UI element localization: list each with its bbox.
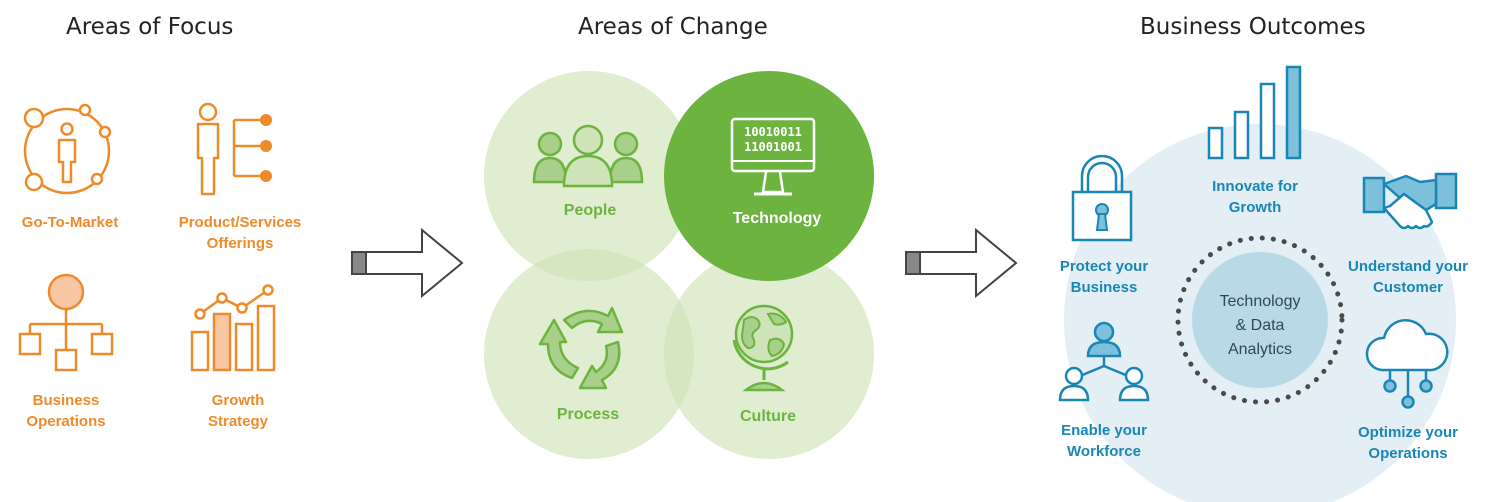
people-icon — [532, 124, 644, 188]
label-enable-your-workforce: Enable your Workforce — [1040, 420, 1168, 462]
label-optimize-line2: Operations — [1368, 445, 1448, 462]
label-people: People — [563, 202, 617, 219]
center-technology-data-analytics: Technology & Data Analytics — [1190, 290, 1330, 362]
label-enable-line1: Enable your — [1061, 422, 1147, 439]
label-business-operations: Business Operations — [0, 390, 132, 432]
heading-business-outcomes: Business Outcomes — [1140, 14, 1366, 40]
label-technology: Technology — [732, 210, 822, 227]
label-product-services: Product/Services Offerings — [160, 212, 320, 254]
label-growth-line2: Strategy — [207, 413, 269, 430]
center-line1: Technology — [1219, 293, 1301, 310]
lock-icon — [1071, 154, 1133, 242]
center-line2: & Data — [1235, 317, 1285, 334]
label-product-line2: Offerings — [206, 235, 274, 252]
areas-of-change-venn — [484, 71, 874, 459]
arrow-right-icon — [351, 227, 464, 299]
label-understand-line2: Customer — [1372, 279, 1443, 296]
outcomes-background — [1064, 124, 1456, 502]
handshake-icon — [1362, 172, 1458, 230]
label-culture: Culture — [740, 408, 796, 425]
monitor-icon: 10010011 11001001 — [730, 117, 816, 196]
growth-strategy-icon — [190, 284, 276, 372]
label-process: Process — [556, 406, 620, 423]
label-innovate-line2: Growth — [1228, 199, 1282, 216]
label-innovate-for-growth: Innovate for Growth — [1190, 176, 1320, 218]
label-protect-line2: Business — [1070, 279, 1138, 296]
venn-circle-technology — [664, 71, 874, 281]
heading-areas-of-focus: Areas of Focus — [66, 14, 234, 40]
label-go-to-market: Go-To-Market — [21, 214, 119, 231]
label-understand-line1: Understand your — [1347, 258, 1468, 275]
bar-chart-icon — [1207, 65, 1302, 160]
center-line3: Analytics — [1227, 341, 1293, 358]
binary-line1: 10010011 — [744, 125, 802, 139]
label-innovate-line1: Innovate for — [1212, 178, 1298, 195]
business-operations-icon — [18, 273, 114, 372]
venn-circle-process — [484, 249, 694, 459]
label-optimize-line1: Optimize your — [1357, 424, 1458, 441]
cloud-icon — [1365, 318, 1449, 409]
workforce-network-icon — [1058, 321, 1150, 402]
label-growth-strategy: Growth Strategy — [168, 390, 308, 432]
label-product-line1: Product/Services — [178, 214, 302, 231]
label-protect-line1: Protect your — [1059, 258, 1149, 275]
label-ops-line2: Operations — [26, 413, 106, 430]
globe-icon — [732, 304, 794, 392]
label-understand-your-customer: Understand your Customer — [1334, 256, 1482, 298]
label-enable-line2: Workforce — [1067, 443, 1141, 460]
label-protect-your-business: Protect your Business — [1040, 256, 1168, 298]
heading-areas-of-change: Areas of Change — [578, 14, 768, 40]
binary-line2: 11001001 — [744, 140, 802, 154]
label-optimize-your-operations: Optimize your Operations — [1336, 422, 1480, 464]
label-ops-line1: Business — [32, 392, 100, 409]
go-to-market-icon — [23, 103, 112, 195]
process-cycle-icon — [538, 306, 624, 390]
product-services-icon — [196, 102, 272, 196]
label-growth-line1: Growth — [211, 392, 265, 409]
arrow-right-icon — [905, 227, 1018, 299]
